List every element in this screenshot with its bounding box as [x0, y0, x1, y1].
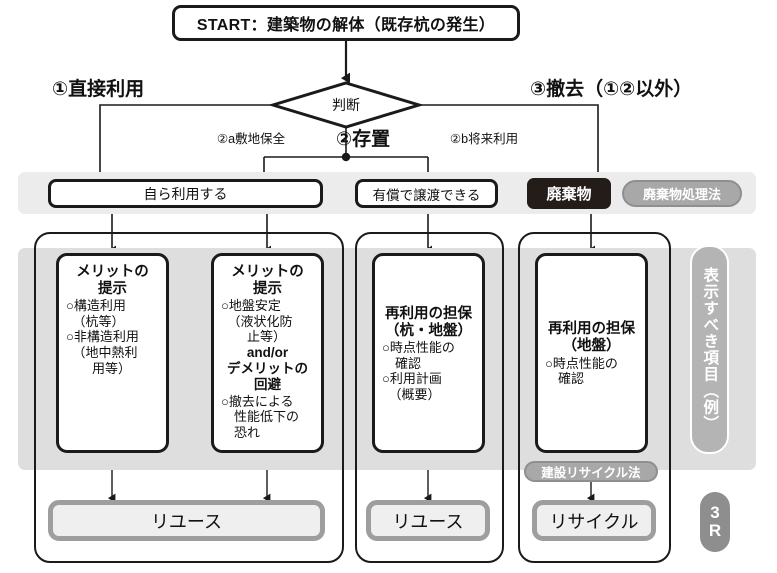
detail-mid-title: and/or デメリットの 回避 — [227, 345, 308, 393]
outcome-reuse-2: リユース — [366, 500, 490, 541]
branch-label-retention: ②存置 — [336, 128, 391, 150]
badge-3r-line1: 3 — [710, 503, 720, 523]
box-waste: 廃棄物 — [527, 178, 611, 209]
detail-title: メリットの 提示 — [76, 264, 149, 298]
column-container-removal — [518, 232, 671, 563]
detail-body-secondary: ○撤去による 性能低下の 恐れ — [221, 393, 300, 440]
detail-body: ○時点性能の 確認 ○利用計画 （概要） — [382, 339, 455, 402]
detail-title: メリットの 提示 — [231, 264, 304, 298]
detail-body: ○時点性能の 確認 — [545, 355, 618, 387]
branch-label-site-preservation: ②a敷地保全 — [216, 131, 286, 146]
badge-construction-recycling-law: 建設リサイクル法 — [524, 461, 658, 482]
branch-label-direct-use: ①直接利用 — [52, 78, 145, 100]
detail-box-reuse-assurance-pile-ground: 再利用の担保 （杭・地盤） ○時点性能の 確認 ○利用計画 （概要） — [372, 253, 485, 453]
detail-body: ○地盤安定 （液状化防 止等） — [221, 298, 293, 345]
decision-label: 判断 — [332, 97, 360, 113]
box-paid-transfer: 有償で譲渡できる — [355, 179, 498, 208]
side-label-display-items: 表示すべき項目（例） — [690, 245, 729, 454]
outcome-recycle: リサイクル — [532, 500, 656, 541]
detail-box-merit-structural: メリットの 提示 ○構造利用 （杭等） ○非構造利用 （地中熱利 用等） — [56, 253, 169, 453]
detail-title: 再利用の担保 （杭・地盤） — [385, 305, 472, 339]
detail-box-reuse-assurance-ground: 再利用の担保 （地盤） ○時点性能の 確認 — [535, 253, 648, 453]
column-container-direct-use — [34, 232, 344, 563]
detail-box-merit-ground: メリットの 提示 ○地盤安定 （液状化防 止等） and/or デメリットの 回… — [211, 253, 324, 453]
detail-title: 再利用の担保 （地盤） — [548, 321, 635, 355]
badge-waste-disposal-law: 廃棄物処理法 — [622, 180, 742, 207]
detail-body: ○構造利用 （杭等） ○非構造利用 （地中熱利 用等） — [66, 298, 139, 376]
column-container-retention — [355, 232, 504, 563]
badge-3r: 3 R — [700, 492, 730, 552]
branch-label-removal: ③撤去（①②以外） — [530, 78, 693, 100]
box-self-use: 自ら利用する — [48, 179, 323, 208]
badge-3r-line2: R — [708, 521, 722, 540]
start-box: START：建築物の解体（既存杭の発生） — [172, 5, 520, 41]
outcome-reuse-1: リユース — [48, 500, 325, 541]
branch-label-future-use: ②b将来利用 — [449, 131, 519, 146]
side-label-text: 表示すべき項目（例） — [701, 267, 719, 432]
